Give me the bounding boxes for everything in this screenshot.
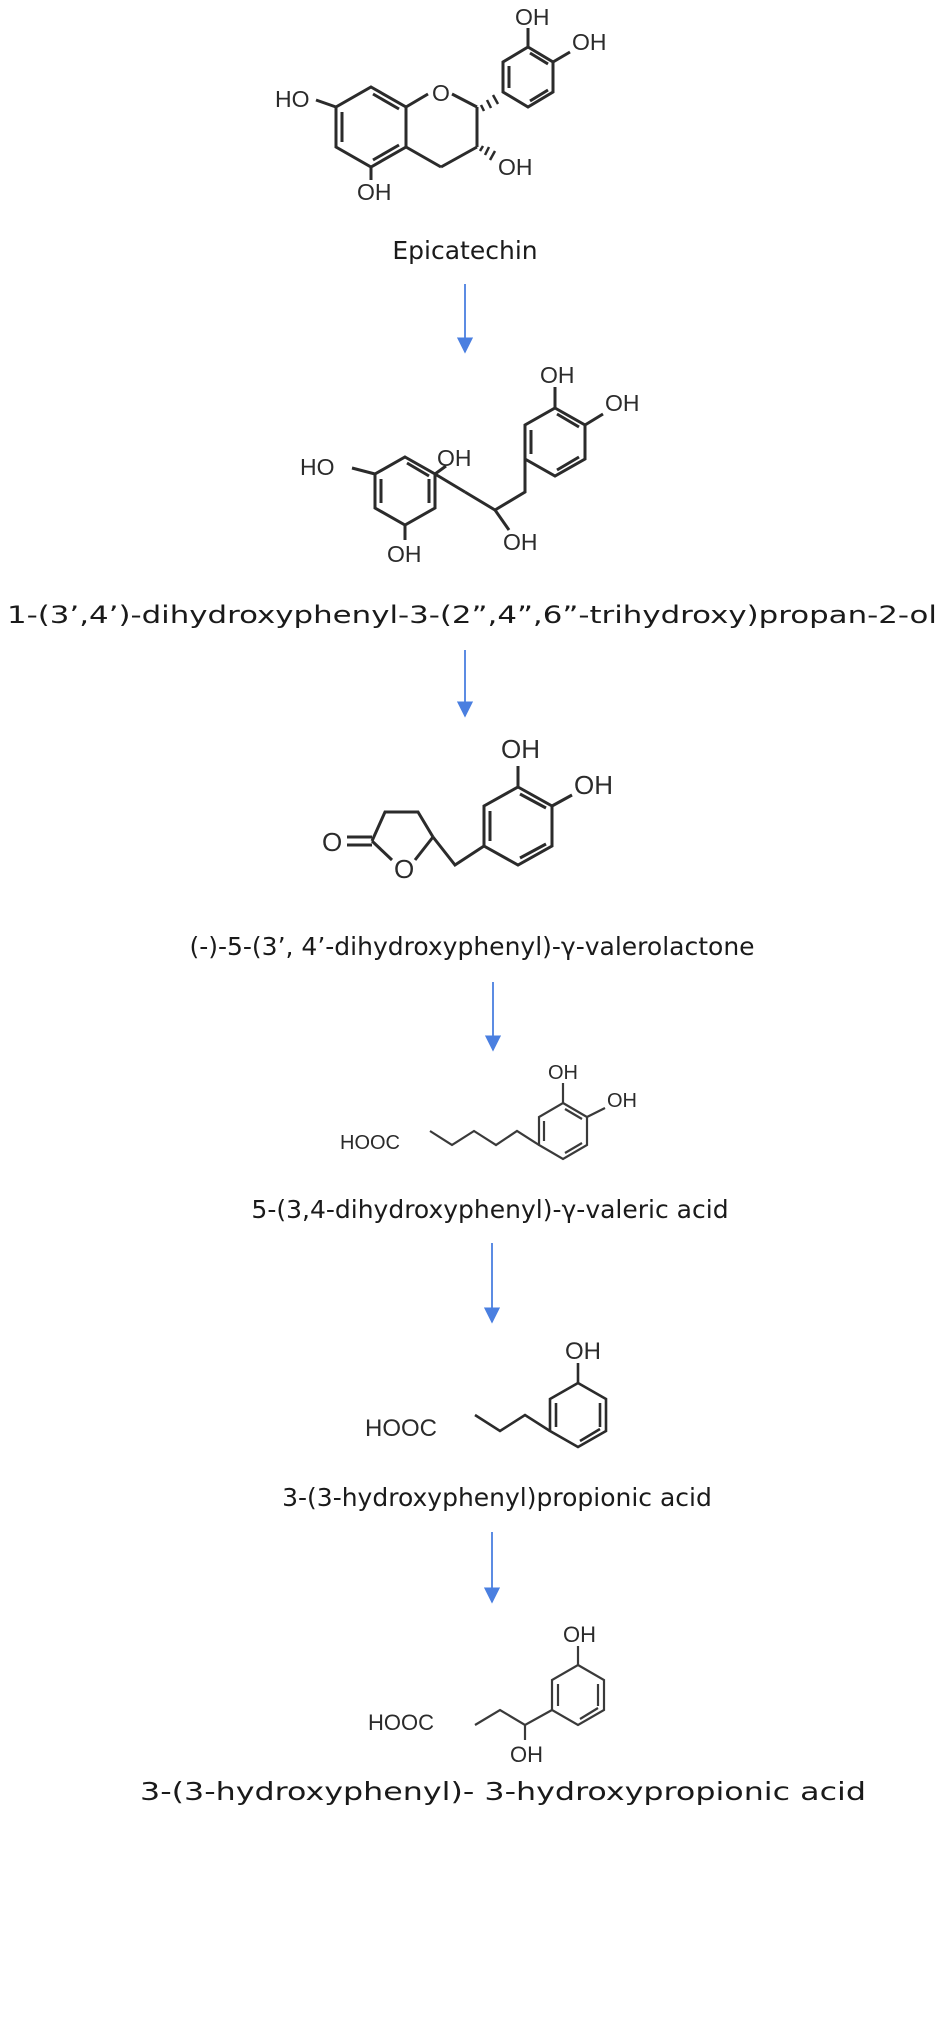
label-oh: OH: [540, 362, 575, 388]
label-oh: OH: [572, 29, 607, 55]
compound-name: 5-(3,4-dihydroxyphenyl)-γ-valeric acid: [251, 1195, 728, 1224]
structure-dihydroxyphenyl-propan-2-ol: [351, 387, 604, 540]
label-cooh: HOOC: [368, 1710, 434, 1735]
structure-propionic-acid: [474, 1363, 608, 1449]
labels-valeric-acid: OH OH HOOC: [340, 1062, 637, 1154]
label-oh: OH: [510, 1742, 543, 1767]
label-oh: OH: [605, 390, 640, 416]
label-ring-o: O: [394, 854, 414, 884]
labels-propan-2-ol: OH OH HO OH OH OH: [300, 362, 640, 567]
label-oh: OH: [515, 4, 550, 30]
label-carbonyl-o: O: [322, 827, 342, 857]
labels-epicatechin: OH OH HO O OH OH: [275, 4, 607, 205]
label-oh: OH: [503, 529, 538, 555]
label-ho: HO: [275, 86, 310, 112]
compound-name: 3-(3-hydroxyphenyl)propionic acid: [282, 1483, 712, 1512]
label-ho: HO: [300, 454, 335, 480]
compound-name: 3-(3-hydroxyphenyl)- 3-hydroxypropionic …: [140, 1777, 866, 1806]
structure-valerolactone: [347, 766, 573, 868]
label-cooh: HOOC: [340, 1132, 400, 1154]
label-oh: OH: [574, 770, 613, 800]
structure-hydroxypropionic-acid: [474, 1646, 606, 1740]
label-oh: OH: [357, 179, 392, 205]
label-oh: OH: [501, 734, 540, 764]
compound-name: (-)-5-(3’, 4’-dihydroxyphenyl)-γ-valerol…: [189, 932, 754, 961]
label-oh: OH: [498, 154, 533, 180]
label-oh: OH: [437, 445, 472, 471]
labels-hydroxypropionic-acid: OH HOOC OH: [368, 1622, 596, 1767]
label-oh: OH: [607, 1090, 637, 1112]
structure-valeric-acid: [429, 1083, 606, 1161]
label-oh: OH: [548, 1062, 578, 1084]
compound-name: Epicatechin: [392, 236, 537, 265]
label-cooh: HOOC: [365, 1415, 437, 1442]
labels-valerolactone: OH OH O O: [322, 734, 613, 884]
label-ring-o: O: [432, 80, 450, 106]
labels-propionic-acid: OH HOOC: [365, 1338, 601, 1442]
structure-epicatechin: [315, 28, 571, 180]
label-oh: OH: [565, 1338, 601, 1365]
label-oh: OH: [563, 1622, 596, 1647]
compound-name: 1-(3’,4’)-dihydroxyphenyl-3-(2”,4”,6”-tr…: [7, 601, 937, 629]
label-oh: OH: [387, 541, 422, 567]
